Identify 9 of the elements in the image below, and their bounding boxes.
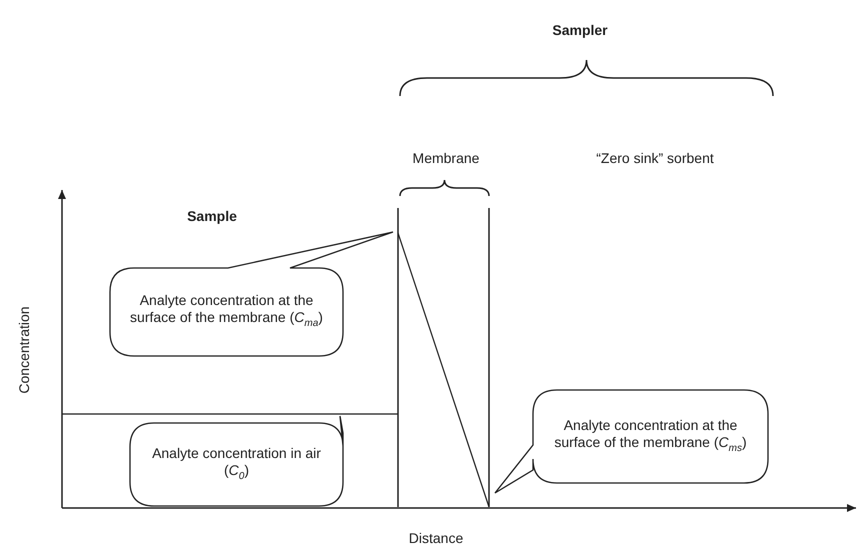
callout-text: Analyte concentration at the surface of the membrane (C$_{ms}$)	[553, 416, 748, 456]
region-label: Membrane	[412, 150, 480, 166]
region-label: “Zero sink” sorbent	[596, 150, 714, 166]
callout-text: Analyte concentration in air (C$_{0}$)	[151, 444, 322, 484]
region-label: Distance	[408, 530, 464, 546]
callout-text: Analyte concentration at the surface of the membrane (C$_{ma}$)	[129, 292, 324, 331]
region-heading: Sampler	[552, 22, 608, 38]
axis-title: Concentration	[16, 306, 32, 394]
region-heading: Sample	[187, 208, 237, 224]
